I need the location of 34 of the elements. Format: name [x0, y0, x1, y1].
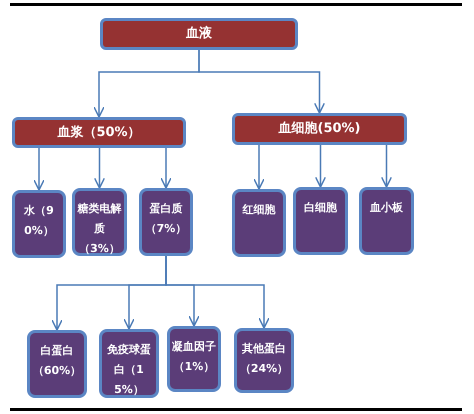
node-label: 水（90%）	[22, 203, 55, 239]
node-label: 白蛋白（60%）	[32, 343, 82, 379]
category-box	[12, 117, 186, 148]
arrow	[94, 148, 106, 189]
component-box	[234, 328, 294, 393]
arrow	[253, 145, 265, 190]
node-label: 凝血因子（1%）	[171, 339, 217, 375]
arrow	[33, 148, 45, 191]
component-box	[27, 330, 87, 398]
node-label: 血细胞(50%)	[278, 120, 360, 138]
node-label: 血小板	[369, 200, 404, 216]
category-box	[232, 113, 407, 145]
node-label: 白细胞	[303, 200, 338, 216]
component-box	[359, 187, 414, 255]
component-box	[139, 188, 193, 256]
component-box	[12, 190, 66, 258]
arrow	[380, 145, 392, 188]
category-box	[100, 18, 298, 50]
node-label: 免疫球蛋白（15%）	[106, 342, 152, 398]
node-label: 血浆（50%）	[57, 124, 141, 142]
node-label: 红细胞	[241, 202, 276, 218]
node-label: 蛋白质（7%）	[144, 201, 188, 237]
node-label: 糖类电解质（3%）	[76, 201, 122, 257]
component-box	[232, 189, 286, 257]
arrow	[314, 145, 326, 188]
node-label: 其他蛋白（24%）	[238, 341, 290, 377]
component-box	[293, 187, 348, 255]
node-label: 血液	[186, 24, 212, 44]
arrow	[165, 256, 270, 329]
component-box	[167, 326, 221, 392]
component-box	[99, 329, 159, 398]
component-box	[72, 188, 127, 256]
arrow	[198, 50, 326, 114]
arrow	[160, 148, 172, 189]
